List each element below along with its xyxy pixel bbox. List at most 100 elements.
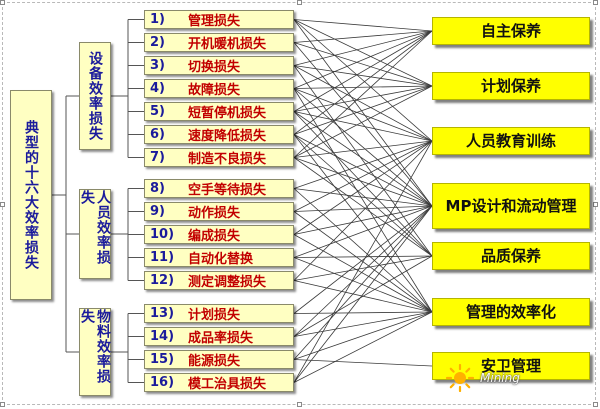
link-line [293, 134, 433, 313]
loss-item-label: 制造不良损失 [188, 152, 267, 167]
loss-item-label: 切换损失 [188, 60, 241, 75]
loss-item: 2) 开机暖机损失 [144, 33, 294, 52]
loss-item-number: 7) [150, 150, 165, 165]
measure-label: 安卫管理 [480, 357, 541, 375]
loss-item-number: 4) [150, 81, 165, 96]
resize-handle-bottom-right[interactable] [593, 402, 598, 407]
link-line [293, 140, 433, 189]
link-line [293, 85, 433, 135]
resize-handle-top-left[interactable] [0, 0, 5, 5]
loss-item-label: 自动化替换 [188, 252, 254, 267]
resize-handle-bottom-center[interactable] [297, 402, 302, 407]
loss-item-label: 计划损失 [188, 308, 241, 323]
loss-item-label: 故障损失 [188, 83, 241, 98]
link-line [293, 311, 433, 383]
link-line [293, 19, 433, 142]
link-line [293, 111, 433, 207]
loss-item: 16) 模工治具损失 [144, 373, 294, 392]
link-line [293, 311, 433, 337]
loss-item-label: 模工治具损失 [188, 377, 267, 392]
sun-logo-icon [446, 364, 474, 392]
loss-item: 13) 计划损失 [144, 304, 294, 323]
loss-item-label: 成品率损失 [188, 331, 254, 346]
group-box-material: 物料效率损失 [79, 308, 111, 396]
link-line [293, 19, 433, 32]
loss-item-label: 管理损失 [188, 14, 241, 29]
link-line [293, 111, 433, 142]
measure-label: 品质保养 [480, 247, 541, 265]
loss-item-number: 9) [150, 204, 165, 219]
link-line [293, 359, 433, 367]
link-line [293, 255, 433, 281]
link-line [293, 134, 433, 207]
loss-item-number: 5) [150, 104, 165, 119]
resize-handle-bottom-left[interactable] [0, 402, 5, 407]
link-line [293, 157, 433, 207]
link-line [293, 205, 433, 360]
tree-connectors [52, 19, 144, 383]
loss-item-label: 短暂停机损失 [188, 106, 267, 121]
link-line [293, 30, 433, 135]
loss-item-number: 15) [150, 352, 175, 367]
loss-item-number: 3) [150, 58, 165, 73]
loss-item-number: 6) [150, 127, 165, 142]
loss-item-label: 空手等待损失 [188, 183, 267, 198]
measure-box: 自主保养 [432, 17, 590, 45]
link-line [293, 255, 433, 258]
resize-handle-middle-left[interactable] [0, 202, 5, 207]
measure-label: 计划保养 [480, 77, 541, 95]
resize-handle-top-center[interactable] [297, 0, 302, 5]
loss-item-number: 14) [150, 329, 175, 344]
link-line [293, 30, 433, 112]
measure-box: 品质保养 [432, 242, 590, 270]
loss-item-number: 16) [150, 375, 175, 390]
measure-label: 管理的效率化 [465, 303, 556, 321]
link-line [293, 42, 433, 207]
loss-item-number: 12) [150, 273, 175, 288]
link-line [293, 65, 433, 142]
link-line [293, 205, 433, 235]
link-line [293, 257, 433, 313]
link-line [293, 85, 433, 89]
loss-item: 6)速度降低损失 [144, 125, 294, 144]
link-line [293, 30, 433, 66]
loss-item: 4) 故障损失 [144, 79, 294, 98]
link-line [293, 205, 433, 314]
measure-label: 人员教育训练 [465, 132, 556, 150]
root-label: 典型的十六大效率损失 [23, 120, 39, 270]
loss-item-label: 测定调整损失 [188, 275, 267, 290]
loss-item-number: 8) [150, 181, 165, 196]
loss-item: 15) 能源损失 [144, 350, 294, 369]
link-line [293, 88, 433, 142]
resize-handle-top-right[interactable] [593, 0, 598, 5]
measure-label: 自主保养 [480, 22, 541, 40]
loss-item: 9)动作损失 [144, 202, 294, 221]
link-line [293, 205, 433, 337]
link-line [293, 19, 433, 207]
resize-handle-middle-right[interactable] [593, 202, 598, 207]
loss-item: 12) 测定调整损失 [144, 271, 294, 290]
loss-item-number: 13) [150, 306, 175, 321]
link-line [293, 140, 433, 235]
link-line [293, 88, 433, 207]
loss-item-label: 能源损失 [188, 354, 241, 369]
loss-item-label: 编成损失 [188, 229, 241, 244]
link-line [293, 205, 433, 212]
measure-box: 管理的效率化 [432, 298, 590, 326]
link-line [293, 234, 433, 313]
measure-label: MP设计和流动管理 [445, 197, 577, 215]
link-line [293, 188, 433, 207]
loss-item-label: 开机暖机损失 [188, 37, 267, 52]
loss-to-measure-links [293, 19, 433, 383]
loss-item: 5) 短暂停机损失 [144, 102, 294, 121]
link-line [293, 85, 433, 112]
loss-item: 14) 成品率损失 [144, 327, 294, 346]
measure-box: 安卫管理 [432, 352, 590, 380]
link-line [293, 140, 433, 158]
group-label: 设备效率损失 [87, 51, 103, 141]
link-line [293, 140, 433, 281]
loss-item: 11)自动化替换 [144, 248, 294, 267]
loss-item-number: 2) [150, 35, 165, 50]
group-label: 物料效率损失 [79, 309, 111, 384]
